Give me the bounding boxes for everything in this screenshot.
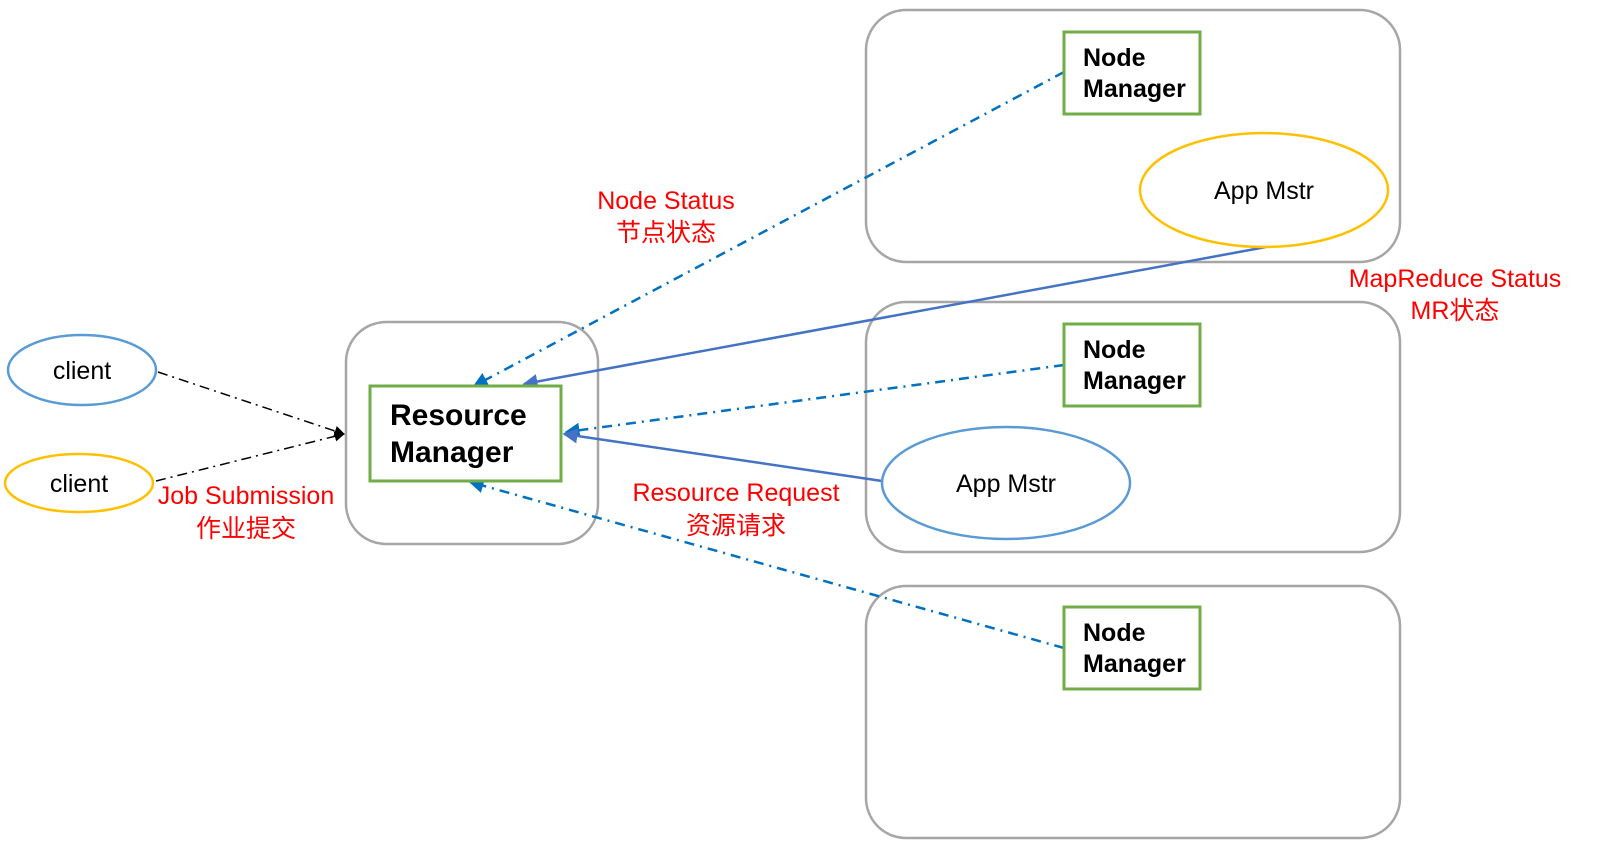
node-manager-2-line1: Node [1083,336,1146,364]
resource-request-arrow [562,428,883,483]
node-manager-2-line2: Manager [1083,367,1186,395]
resource-manager-box [368,384,563,483]
node-status-arrow-1 [472,70,1065,388]
app-master-label-1: App Mstr [1214,177,1314,205]
job-submission-label-en: Job Submission [158,482,334,510]
mapreduce-status-label-en: MapReduce Status [1349,265,1562,293]
node-status-arrow-3 [468,478,1065,650]
node-status-label-en: Node Status [597,187,735,215]
resource-request-label-zh: 资源请求 [686,512,786,540]
app-master-label-2: App Mstr [956,470,1056,498]
job-submission-label-zh: 作业提交 [196,515,296,543]
client-node-2: client [3,452,155,514]
node-manager-1-line2: Manager [1083,75,1186,103]
node-manager-box-3 [1062,605,1202,691]
job-submission-annotation: Job Submission 作业提交 [158,482,334,543]
node-manager-1-line1: Node [1083,44,1146,72]
node-container-1 [864,8,1402,264]
client-label-1: client [53,357,111,385]
resource-manager-container [344,320,600,546]
node-manager-box-2 [1062,322,1202,408]
node-manager-3: Node Manager [1062,605,1202,691]
node-status-annotation: Node Status 节点状态 [597,187,735,247]
client-ellipse-yellow [3,452,155,514]
app-master-ellipse-1 [1138,131,1390,249]
node-container-2 [864,300,1402,554]
node-manager-1: Node Manager [1062,30,1202,116]
client-node-1: client [6,333,158,407]
app-master-1: App Mstr [1138,131,1390,249]
resource-manager: Resource Manager [368,384,563,483]
app-master-ellipse-2 [880,425,1132,541]
node-status-arrow-2 [564,363,1065,438]
client-ellipse-blue [6,333,158,407]
job-submission-arrow-1 [157,371,345,436]
resource-manager-label-line2: Manager [390,436,514,469]
node-manager-2: Node Manager [1062,322,1202,408]
node-manager-3-line2: Manager [1083,650,1186,678]
node-manager-box-1 [1062,30,1202,116]
client-label-2: client [50,470,108,498]
node-manager-3-line1: Node [1083,619,1146,647]
job-submission-arrow-2 [155,431,346,482]
mapreduce-status-annotation: MapReduce Status MR状态 [1349,265,1562,325]
node-status-label-zh: 节点状态 [616,219,716,247]
resource-manager-label-line1: Resource [390,399,527,432]
resource-request-label-en: Resource Request [632,479,839,507]
app-master-2: App Mstr [880,425,1132,541]
resource-request-annotation: Resource Request 资源请求 [632,479,839,540]
mapreduce-status-arrow [522,245,1267,389]
mapreduce-status-label-zh: MR状态 [1411,297,1500,325]
node-container-3 [864,584,1402,840]
